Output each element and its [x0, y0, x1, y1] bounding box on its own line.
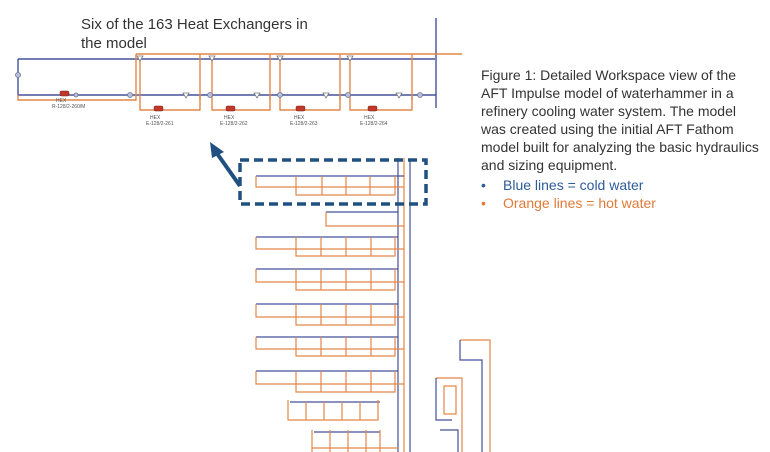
hex-type-label: HEX: [56, 98, 67, 104]
zoomed-detail: [17, 18, 462, 111]
hex-icon: [295, 105, 306, 112]
highlight-box: [238, 158, 428, 206]
bullet-icon: •: [481, 177, 486, 193]
hex-icon: [153, 105, 164, 112]
hex-icon: [59, 90, 70, 97]
check-valves: [136, 55, 403, 99]
legend-item-cold: • Blue lines = cold water: [481, 176, 761, 194]
hex-id-label: E-128/2-263: [290, 121, 318, 127]
caption-text: Figure 1: Detailed Workspace view of the…: [481, 67, 759, 173]
cold-return-line: [17, 59, 436, 96]
legend-list: • Blue lines = cold water • Orange lines…: [481, 176, 761, 212]
figure-caption: Figure 1: Detailed Workspace view of the…: [481, 66, 761, 212]
heat-exchanger-icons: [59, 90, 378, 112]
hex-loop-3: [279, 59, 341, 111]
hex-loop-4: [349, 59, 413, 111]
hot-branch-first: [17, 54, 137, 101]
legend-label: Orange lines = hot water: [503, 195, 656, 211]
hex-loop-1: [139, 59, 201, 111]
hex-type-label: HEX: [294, 115, 305, 121]
legend-label: Blue lines = cold water: [503, 177, 644, 193]
hex-type-label: HEX: [150, 115, 161, 121]
hot-drops: [199, 54, 413, 100]
overview-network: [255, 158, 491, 452]
hex-loop-2: [211, 59, 271, 111]
hex-id-label: E-128/2-264: [360, 121, 388, 127]
hex-icon: [367, 105, 378, 112]
zoom-arrow: [210, 142, 242, 188]
hex-type-label: HEX: [364, 115, 375, 121]
hex-type-label: HEX: [224, 115, 235, 121]
hex-icon: [225, 105, 236, 112]
legend-item-hot: • Orange lines = hot water: [481, 194, 761, 212]
hex-id-label: E-128/2-262: [220, 121, 248, 127]
zoom-title: Six of the 163 Heat Exchangers in the mo…: [81, 16, 308, 52]
hex-id-label: R-128/2-260/M: [52, 104, 85, 110]
hex-id-label: E-128/2-261: [146, 121, 174, 127]
hex-labels: HEX R-128/2-260/M HEX E-128/2-261 HEX E-…: [52, 98, 388, 127]
bullet-icon: •: [481, 195, 486, 211]
junction-nodes: [15, 72, 423, 98]
